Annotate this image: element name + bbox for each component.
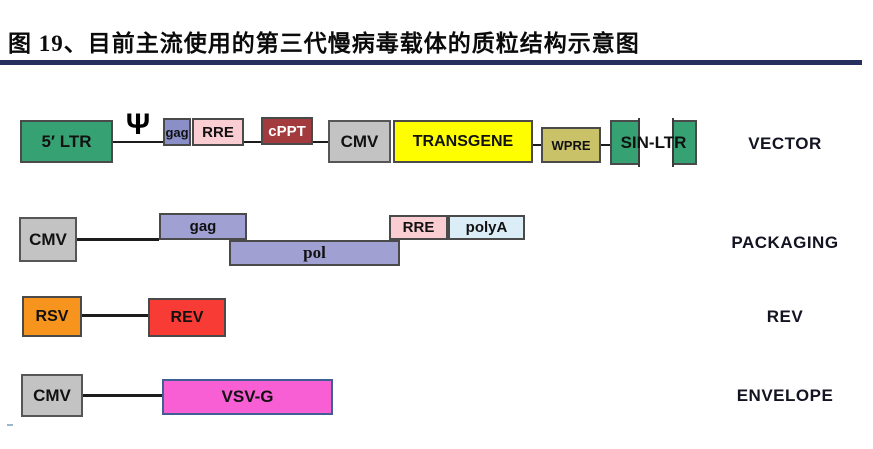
envelope-vsvg-box: VSV-G [162,379,333,415]
vector-transgene-box: TRANSGENE [393,120,533,163]
rev-rsv-box: RSV [22,296,82,337]
vector-5ltr-box: 5′ LTR [20,120,113,163]
packaging-polya-box: polyA [448,215,525,240]
rev-rev-box: REV [148,298,226,337]
row-label-vector: VECTOR [748,134,822,153]
vector-gag-box: gag [163,118,191,146]
row-label-packaging: PACKAGING [731,233,839,252]
rev-backbone-line [82,314,148,317]
packaging-backbone-line [77,238,159,241]
row-label-envelope: ENVELOPE [736,386,834,405]
packaging-gag-box: gag [159,213,247,240]
stray-mark [7,424,13,426]
packaging-pol-box: pol [229,240,400,266]
vector-sin-ltr-box: SIN-LTR [610,118,697,167]
psi-packaging-signal-symbol: Ψ [125,108,151,141]
row-label-rev: REV [766,307,804,326]
figure-title: 图 19、目前主流使用的第三代慢病毒载体的质粒结构示意图 [8,31,640,56]
packaging-cmv-box: CMV [19,217,77,262]
title-underline-rule [0,60,862,65]
vector-backbone-line [601,144,610,146]
sin-ltr-deletion-white-segment [638,118,674,167]
vector-backbone-line [533,144,541,146]
packaging-rre-box: RRE [389,215,448,240]
vector-cppt-box: cPPT [261,117,313,145]
vector-wpre-box: WPRE [541,127,601,163]
vector-backbone-line [313,141,328,143]
envelope-backbone-line [83,394,162,397]
vector-backbone-line [113,141,163,143]
sin-ltr-label: SIN-LTR [620,132,687,152]
envelope-cmv-box: CMV [21,374,83,417]
vector-cmv-box: CMV [328,120,391,163]
vector-rre-box: RRE [192,118,244,146]
vector-backbone-line [244,141,261,143]
